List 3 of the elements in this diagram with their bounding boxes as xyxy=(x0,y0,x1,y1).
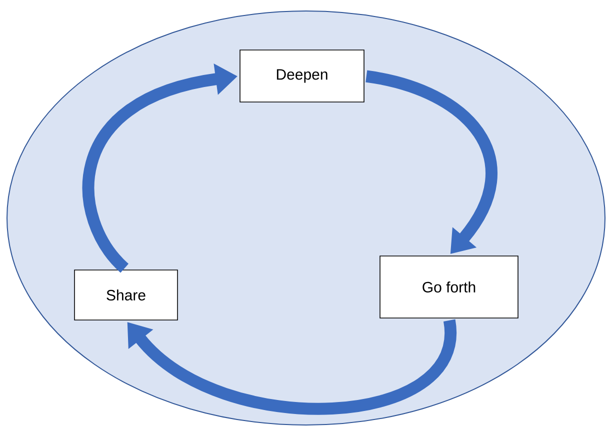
process-box: Go forth xyxy=(380,256,518,318)
process-box: Share xyxy=(74,270,178,320)
process-box: Deepen xyxy=(240,50,364,102)
